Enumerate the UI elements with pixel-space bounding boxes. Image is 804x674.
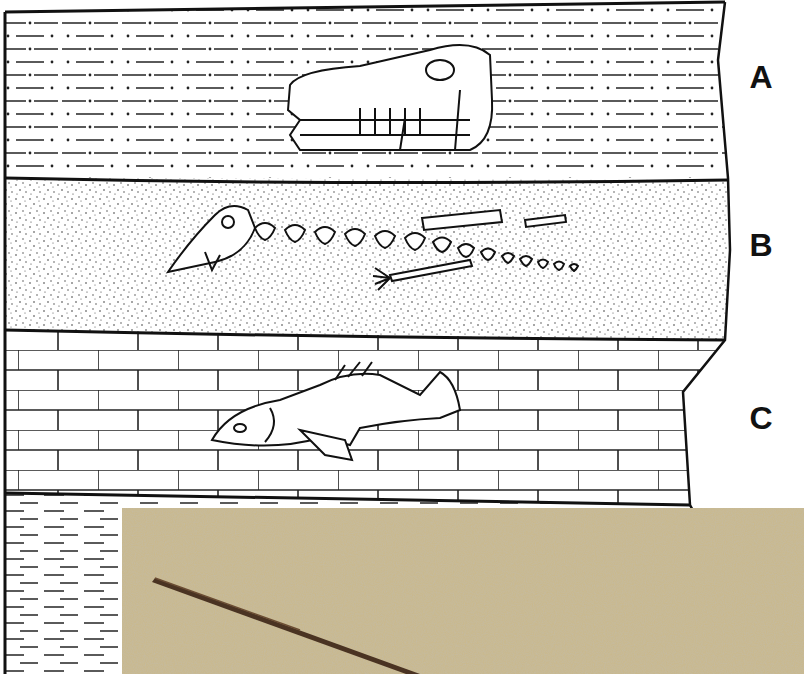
layer-letter: C — [750, 402, 773, 434]
layer-letter: B — [750, 229, 773, 261]
photo-inset — [122, 508, 804, 674]
layer-letter: A — [750, 61, 773, 93]
